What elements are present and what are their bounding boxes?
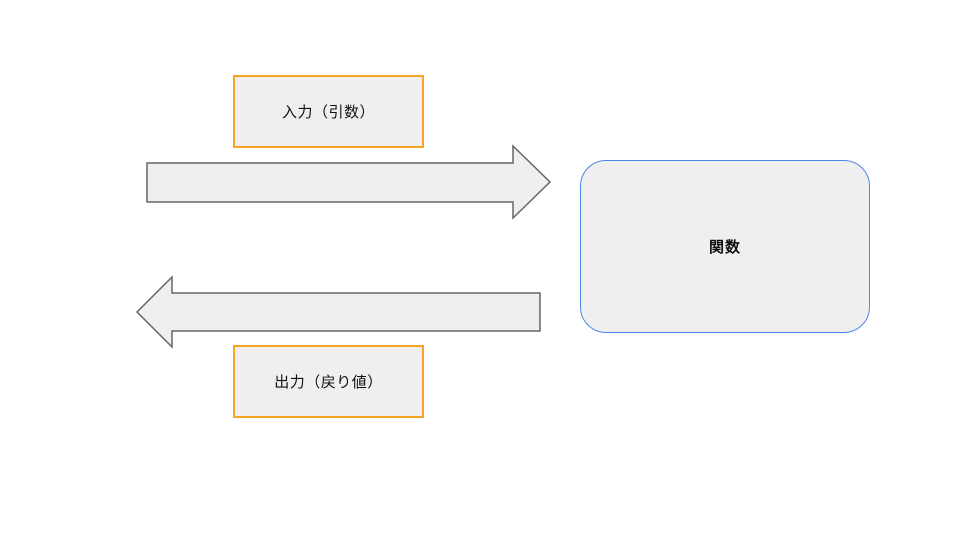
input-label-text: 入力（引数） bbox=[281, 104, 375, 121]
left-arrow-icon bbox=[135, 275, 541, 349]
function-box: 関数 bbox=[580, 160, 870, 333]
input-label-box: 入力（引数） bbox=[233, 75, 424, 148]
right-arrow-icon bbox=[146, 144, 552, 220]
function-label-text: 関数 bbox=[708, 239, 741, 256]
output-label-text: 出力（戻り値） bbox=[274, 374, 383, 391]
output-label-box: 出力（戻り値） bbox=[233, 345, 424, 418]
